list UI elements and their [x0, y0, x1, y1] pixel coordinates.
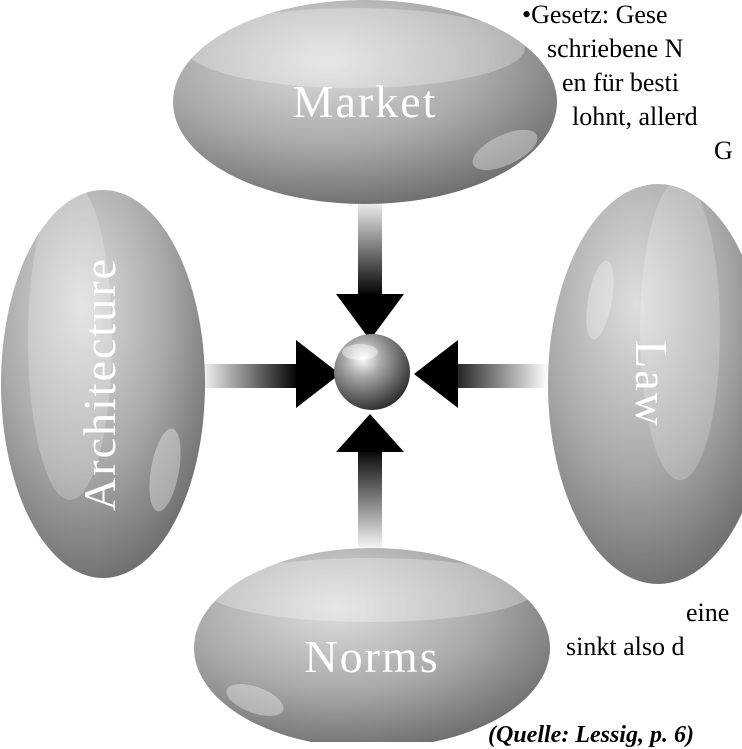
side-text-line: schriebene N: [547, 34, 684, 63]
node-law: Law: [548, 180, 742, 584]
side-text-line: eine: [686, 598, 730, 627]
arrow-from-law: [414, 340, 548, 408]
arrow-from-market: [336, 196, 404, 340]
node-norms: Norms: [194, 548, 550, 748]
node-market: Market: [173, 0, 557, 204]
node-label-norms: Norms: [304, 631, 439, 682]
side-text-line: en für besti: [562, 68, 679, 97]
side-text-line: sinkt also d: [566, 632, 685, 661]
center-sphere: [334, 334, 410, 410]
side-text-line: lohnt, allerd: [572, 102, 698, 131]
node-label-law: Law: [626, 340, 677, 428]
side-text-line: •Gesetz: Gese: [522, 0, 668, 29]
node-label-architecture: Architecture: [74, 257, 125, 511]
source-citation: (Quelle: Lessig, p. 6): [488, 722, 694, 748]
arrow-from-architecture: [198, 340, 340, 408]
node-architecture: Architecture: [1, 180, 205, 578]
arrow-from-norms: [336, 414, 404, 552]
node-label-market: Market: [293, 76, 438, 127]
side-text-line: G: [714, 136, 733, 165]
